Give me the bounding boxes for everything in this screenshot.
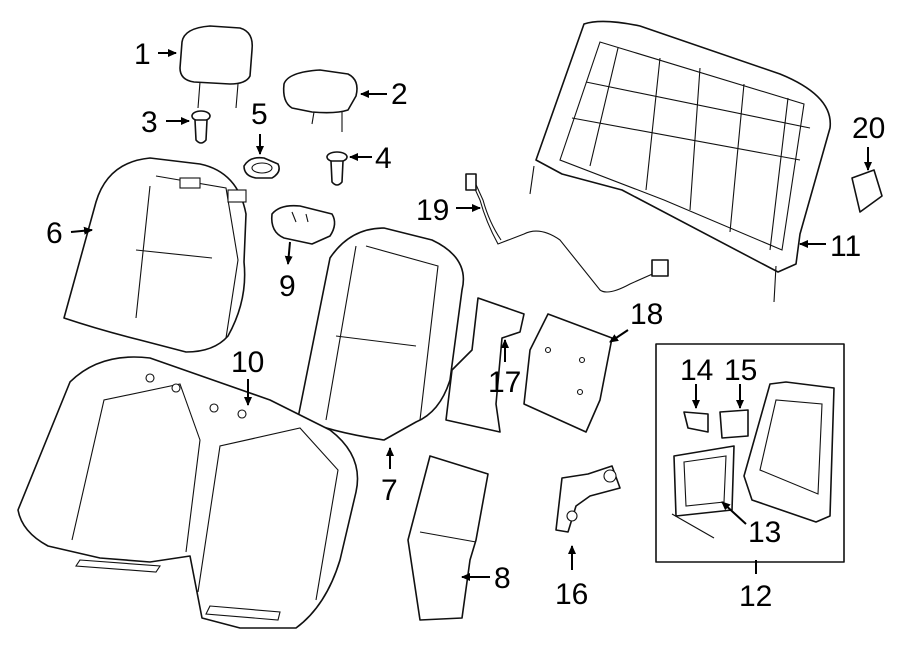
- callout-15: 15: [724, 354, 757, 387]
- callout-1: 1: [134, 38, 151, 71]
- callout-4: 4: [375, 142, 392, 175]
- latch-part-16[interactable]: [555, 465, 621, 533]
- callout-20: 20: [852, 112, 885, 145]
- seat-cushion-part-10[interactable]: [17, 356, 359, 629]
- seatback-cover-part-7[interactable]: [297, 227, 465, 441]
- callout-7: 7: [381, 474, 398, 507]
- headrest-guide-part-3[interactable]: [191, 110, 211, 144]
- callout-labels: 1 2 3 4 5 6 7 8 9 10 11 12 13 14 15 16 1…: [46, 38, 885, 613]
- callout-19: 19: [416, 194, 449, 227]
- seat-frame-part-11[interactable]: [529, 20, 832, 303]
- callout-11: 11: [830, 230, 861, 263]
- callout-6: 6: [46, 217, 63, 250]
- seatback-cover-part-6[interactable]: [63, 157, 247, 353]
- kit-box-part-12[interactable]: [655, 343, 845, 563]
- panel-part-8[interactable]: [407, 455, 489, 621]
- callout-18: 18: [630, 298, 663, 331]
- callout-13: 13: [748, 516, 781, 549]
- callout-12: 12: [739, 580, 772, 613]
- callout-5: 5: [251, 98, 268, 131]
- callout-8: 8: [494, 562, 511, 595]
- callout-10: 10: [231, 346, 264, 379]
- callout-9: 9: [279, 270, 296, 303]
- callout-17: 17: [488, 366, 521, 399]
- callout-16: 16: [555, 578, 588, 611]
- harness-part-19[interactable]: [465, 173, 669, 293]
- cover-part-9[interactable]: [270, 204, 336, 245]
- callout-2: 2: [391, 78, 408, 111]
- headrest-part-1[interactable]: [179, 25, 254, 109]
- pad-part-17[interactable]: [445, 297, 525, 433]
- callout-3: 3: [141, 106, 158, 139]
- bezel-part-5[interactable]: [243, 156, 280, 179]
- bracket-part-20[interactable]: [851, 169, 883, 213]
- headrest-guide-part-4[interactable]: [326, 151, 348, 186]
- headrest-part-2[interactable]: [282, 69, 358, 132]
- board-part-18[interactable]: [523, 313, 613, 433]
- callout-14: 14: [680, 354, 713, 387]
- leader-lines: [70, 49, 872, 581]
